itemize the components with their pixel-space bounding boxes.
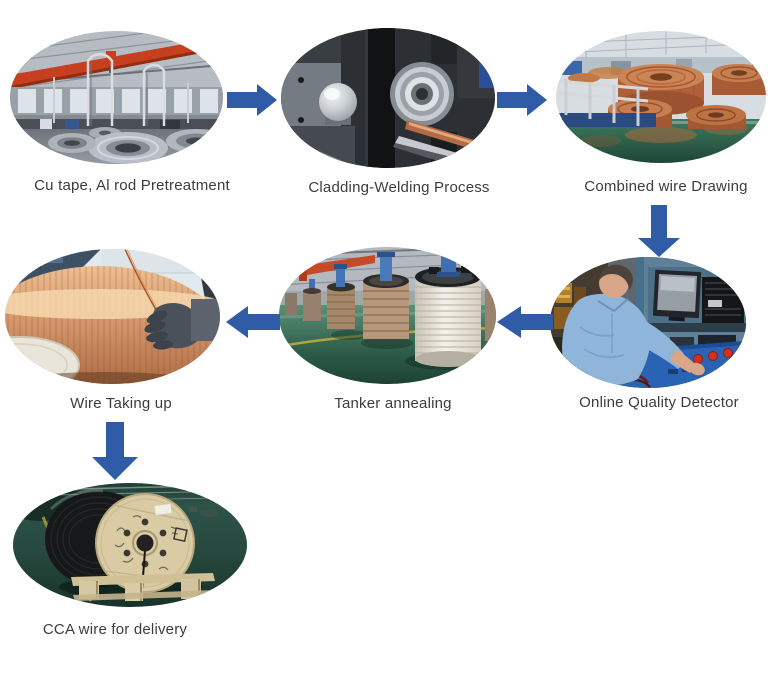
flow-arrow-left-1-icon: [497, 306, 553, 338]
step-label-tanker-annealing: Tanker annealing: [334, 395, 452, 412]
step-photo-wire-taking-up: [5, 249, 220, 384]
cladding-welding-photo-art: [281, 28, 495, 168]
step-photo-pretreatment: [10, 31, 223, 164]
quality-detector-photo-art: [550, 257, 746, 388]
wire-drawing-photo-art: [556, 31, 766, 163]
step-label-cca-delivery: CCA wire for delivery: [42, 621, 188, 638]
step-photo-wire-drawing: [556, 31, 766, 163]
step-label-cladding-welding: Cladding-Welding Process: [308, 179, 490, 196]
step-photo-quality-detector: [550, 257, 746, 388]
step-label-wire-taking-up: Wire Taking up: [70, 395, 172, 412]
flow-arrow-right-1-icon: [227, 84, 277, 116]
flow-arrow-down-1-icon: [638, 205, 680, 257]
flow-arrow-right-2-icon: [497, 84, 547, 116]
tanker-annealing-photo-art: [279, 247, 496, 384]
step-photo-tanker-annealing: [279, 247, 496, 384]
flow-arrow-left-2-icon: [226, 306, 280, 338]
wire-taking-up-photo-art: [5, 249, 220, 384]
cca-delivery-photo-art: [13, 483, 247, 607]
step-label-wire-drawing: Combined wire Drawing: [584, 178, 748, 195]
step-photo-cladding-welding: [281, 28, 495, 168]
flow-arrow-down-2-icon: [92, 422, 138, 480]
step-photo-cca-delivery: [13, 483, 247, 607]
pretreatment-photo-art: [10, 31, 223, 164]
step-label-pretreatment: Cu tape, Al rod Pretreatment: [34, 177, 230, 194]
step-label-quality-detector: Online Quality Detector: [579, 394, 739, 411]
